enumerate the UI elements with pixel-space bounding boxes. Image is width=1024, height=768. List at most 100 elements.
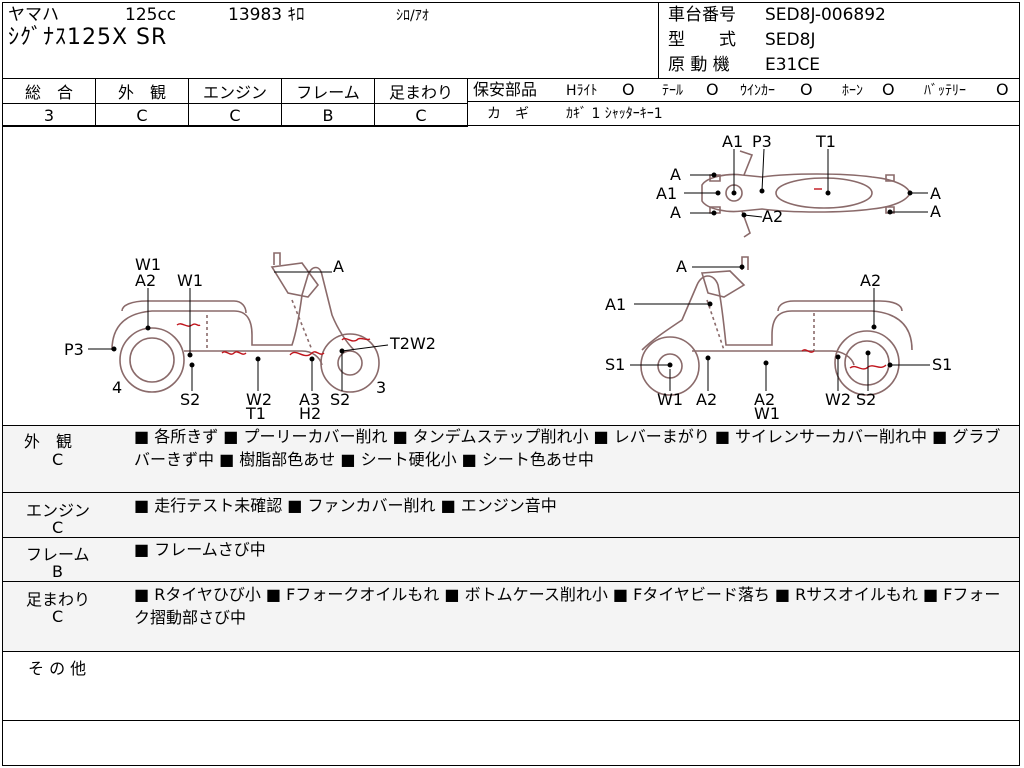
rating-value-total: 3 [2, 103, 96, 127]
section-label-suspension: 足まわり [26, 590, 91, 609]
diagram-label: A2 [754, 390, 775, 409]
diagram-label: A2 [860, 271, 881, 290]
diagram-label: A1 [605, 295, 626, 314]
rating-header-frame: フレーム [281, 78, 375, 104]
diagram-label: T1 [245, 404, 266, 423]
leader-lines [88, 148, 930, 391]
diagram-label: T1 [815, 132, 836, 151]
safety-winker-mark: O [800, 80, 813, 99]
rule [2, 537, 1020, 538]
diagram-label: P3 [752, 132, 772, 151]
rule [467, 78, 468, 125]
section-exterior [3, 426, 1019, 492]
rating-header-suspension: 足まわり [374, 78, 468, 104]
diagram-label: W2 [825, 390, 851, 409]
rating-header-engine: エンジン [188, 78, 282, 104]
key-value: ｶｷﾞ 1 ｼｬｯﾀｰｷｰ1 [566, 106, 663, 122]
diagram-label: W1 [754, 404, 780, 423]
safety-battery-mark: O [996, 80, 1009, 99]
rule [2, 720, 1020, 721]
frame-no-value: SED8J-006892 [765, 5, 886, 25]
rating-value-exterior: C [95, 103, 189, 127]
type-label: 型 式 [668, 30, 736, 50]
safety-tail-mark: O [706, 80, 719, 99]
diagram-label: T2W2 [389, 334, 436, 353]
safety-horn: ﾎｰﾝ [842, 83, 863, 99]
maker: ヤマハ [8, 5, 59, 25]
diagram-label: W1 [177, 271, 203, 290]
ratings-header-row: 総 合 外 観 エンジン フレーム 足まわり [2, 78, 468, 104]
section-engine [3, 493, 1019, 537]
diagram-label: A1 [722, 132, 743, 151]
rule [2, 425, 1020, 426]
diagram-label: S1 [932, 355, 952, 374]
safety-winker: ｳｲﾝｶｰ [740, 83, 775, 99]
diagram-label: S2 [180, 390, 200, 409]
safety-headlight-mark: O [622, 80, 635, 99]
diagram-label: W1 [657, 390, 683, 409]
diagram-label: A [333, 257, 344, 276]
rule [467, 101, 1020, 102]
diagram-label: W1 [135, 255, 161, 274]
diagram-label: H2 [299, 404, 321, 423]
ratings-value-row: 3 C C B C [2, 103, 468, 127]
right-view-labels: A A2 A1 S1 S1 W1 A2 A2 W1 W2 S2 [605, 257, 952, 423]
right-view-scooter [640, 256, 913, 396]
diagram-label: S2 [330, 390, 350, 409]
frame-no-label: 車台番号 [668, 5, 736, 25]
diagram-label: A2 [135, 271, 156, 290]
model-name: ｼｸﾞﾅｽ125X SR [8, 25, 168, 50]
section-frame [3, 538, 1019, 581]
safety-battery: ﾊﾞｯﾃﾘｰ [924, 83, 966, 99]
diagram-label: A [930, 202, 941, 221]
diagram-label: 3 [376, 378, 386, 397]
mileage: 13983 ｷﾛ [228, 5, 305, 25]
diagram-label: A [676, 257, 687, 276]
rating-value-suspension: C [374, 103, 468, 127]
diagram-label: S1 [605, 355, 625, 374]
diagram-label: A [670, 165, 681, 184]
diagram-label: S2 [856, 390, 876, 409]
safety-headlight: Hﾗｲﾄ [566, 83, 598, 99]
type-value: SED8J [765, 30, 816, 50]
key-label: カ ギ [487, 106, 529, 122]
top-view-labels: A1 P3 T1 A A1 A A2 A A [656, 132, 941, 226]
section-label-engine: エンジン [26, 501, 91, 520]
section-text-frame: ■ フレームさび中 [134, 540, 266, 559]
ratings-table: 総 合 外 観 エンジン フレーム 足まわり 3 C C B C [2, 78, 468, 127]
section-grade-suspension: C [52, 607, 64, 626]
section-grade-exterior: C [52, 450, 64, 469]
header-divider [658, 2, 659, 78]
rule [2, 492, 1020, 493]
diagram-label: P3 [64, 340, 84, 359]
section-suspension [3, 582, 1019, 651]
section-text-suspension: ■ Rタイヤひび小 ■ Fフォークオイルもれ ■ ボトムケース削れ小 ■ Fタイ… [134, 585, 1001, 627]
safety-horn-mark: O [882, 80, 895, 99]
diagram-label: 4 [112, 378, 122, 397]
engine-value: E31CE [765, 55, 820, 75]
rule [2, 651, 1020, 652]
section-label-exterior: 外 観 [24, 432, 73, 451]
rating-value-frame: B [281, 103, 375, 127]
section-text-engine: ■ 走行テスト未確認 ■ ファンカバー削れ ■ エンジン音中 [134, 496, 557, 515]
diagram-label: A2 [762, 207, 783, 226]
rating-header-total: 総 合 [2, 78, 96, 104]
safety-label: 保安部品 [473, 80, 538, 99]
rule [2, 125, 1020, 126]
diagram-label: A [930, 184, 941, 203]
section-label-frame: フレーム [26, 545, 90, 564]
rating-header-exterior: 外 観 [95, 78, 189, 104]
damage-diagram: A1 P3 T1 A A1 A A2 A A W1 A2 W1 A P3 T2W… [64, 132, 952, 423]
color: ｼﾛ/ｱｵ [396, 8, 429, 24]
left-view-scooter [111, 252, 380, 393]
section-text-exterior: ■ 各所きず ■ プーリーカバー削れ ■ タンデムステップ削れ小 ■ レバーまが… [134, 427, 1001, 469]
displacement: 125cc [125, 5, 177, 25]
rule [2, 581, 1020, 582]
rating-value-engine: C [188, 103, 282, 127]
diagram-label: A3 [299, 390, 320, 409]
diagram-label: A1 [656, 184, 677, 203]
diagram-label: A2 [696, 390, 717, 409]
left-view-labels: W1 A2 W1 A P3 T2W2 4 3 S2 W2 T1 A3 H2 S2 [64, 255, 436, 423]
diagram-label: A [670, 203, 681, 222]
